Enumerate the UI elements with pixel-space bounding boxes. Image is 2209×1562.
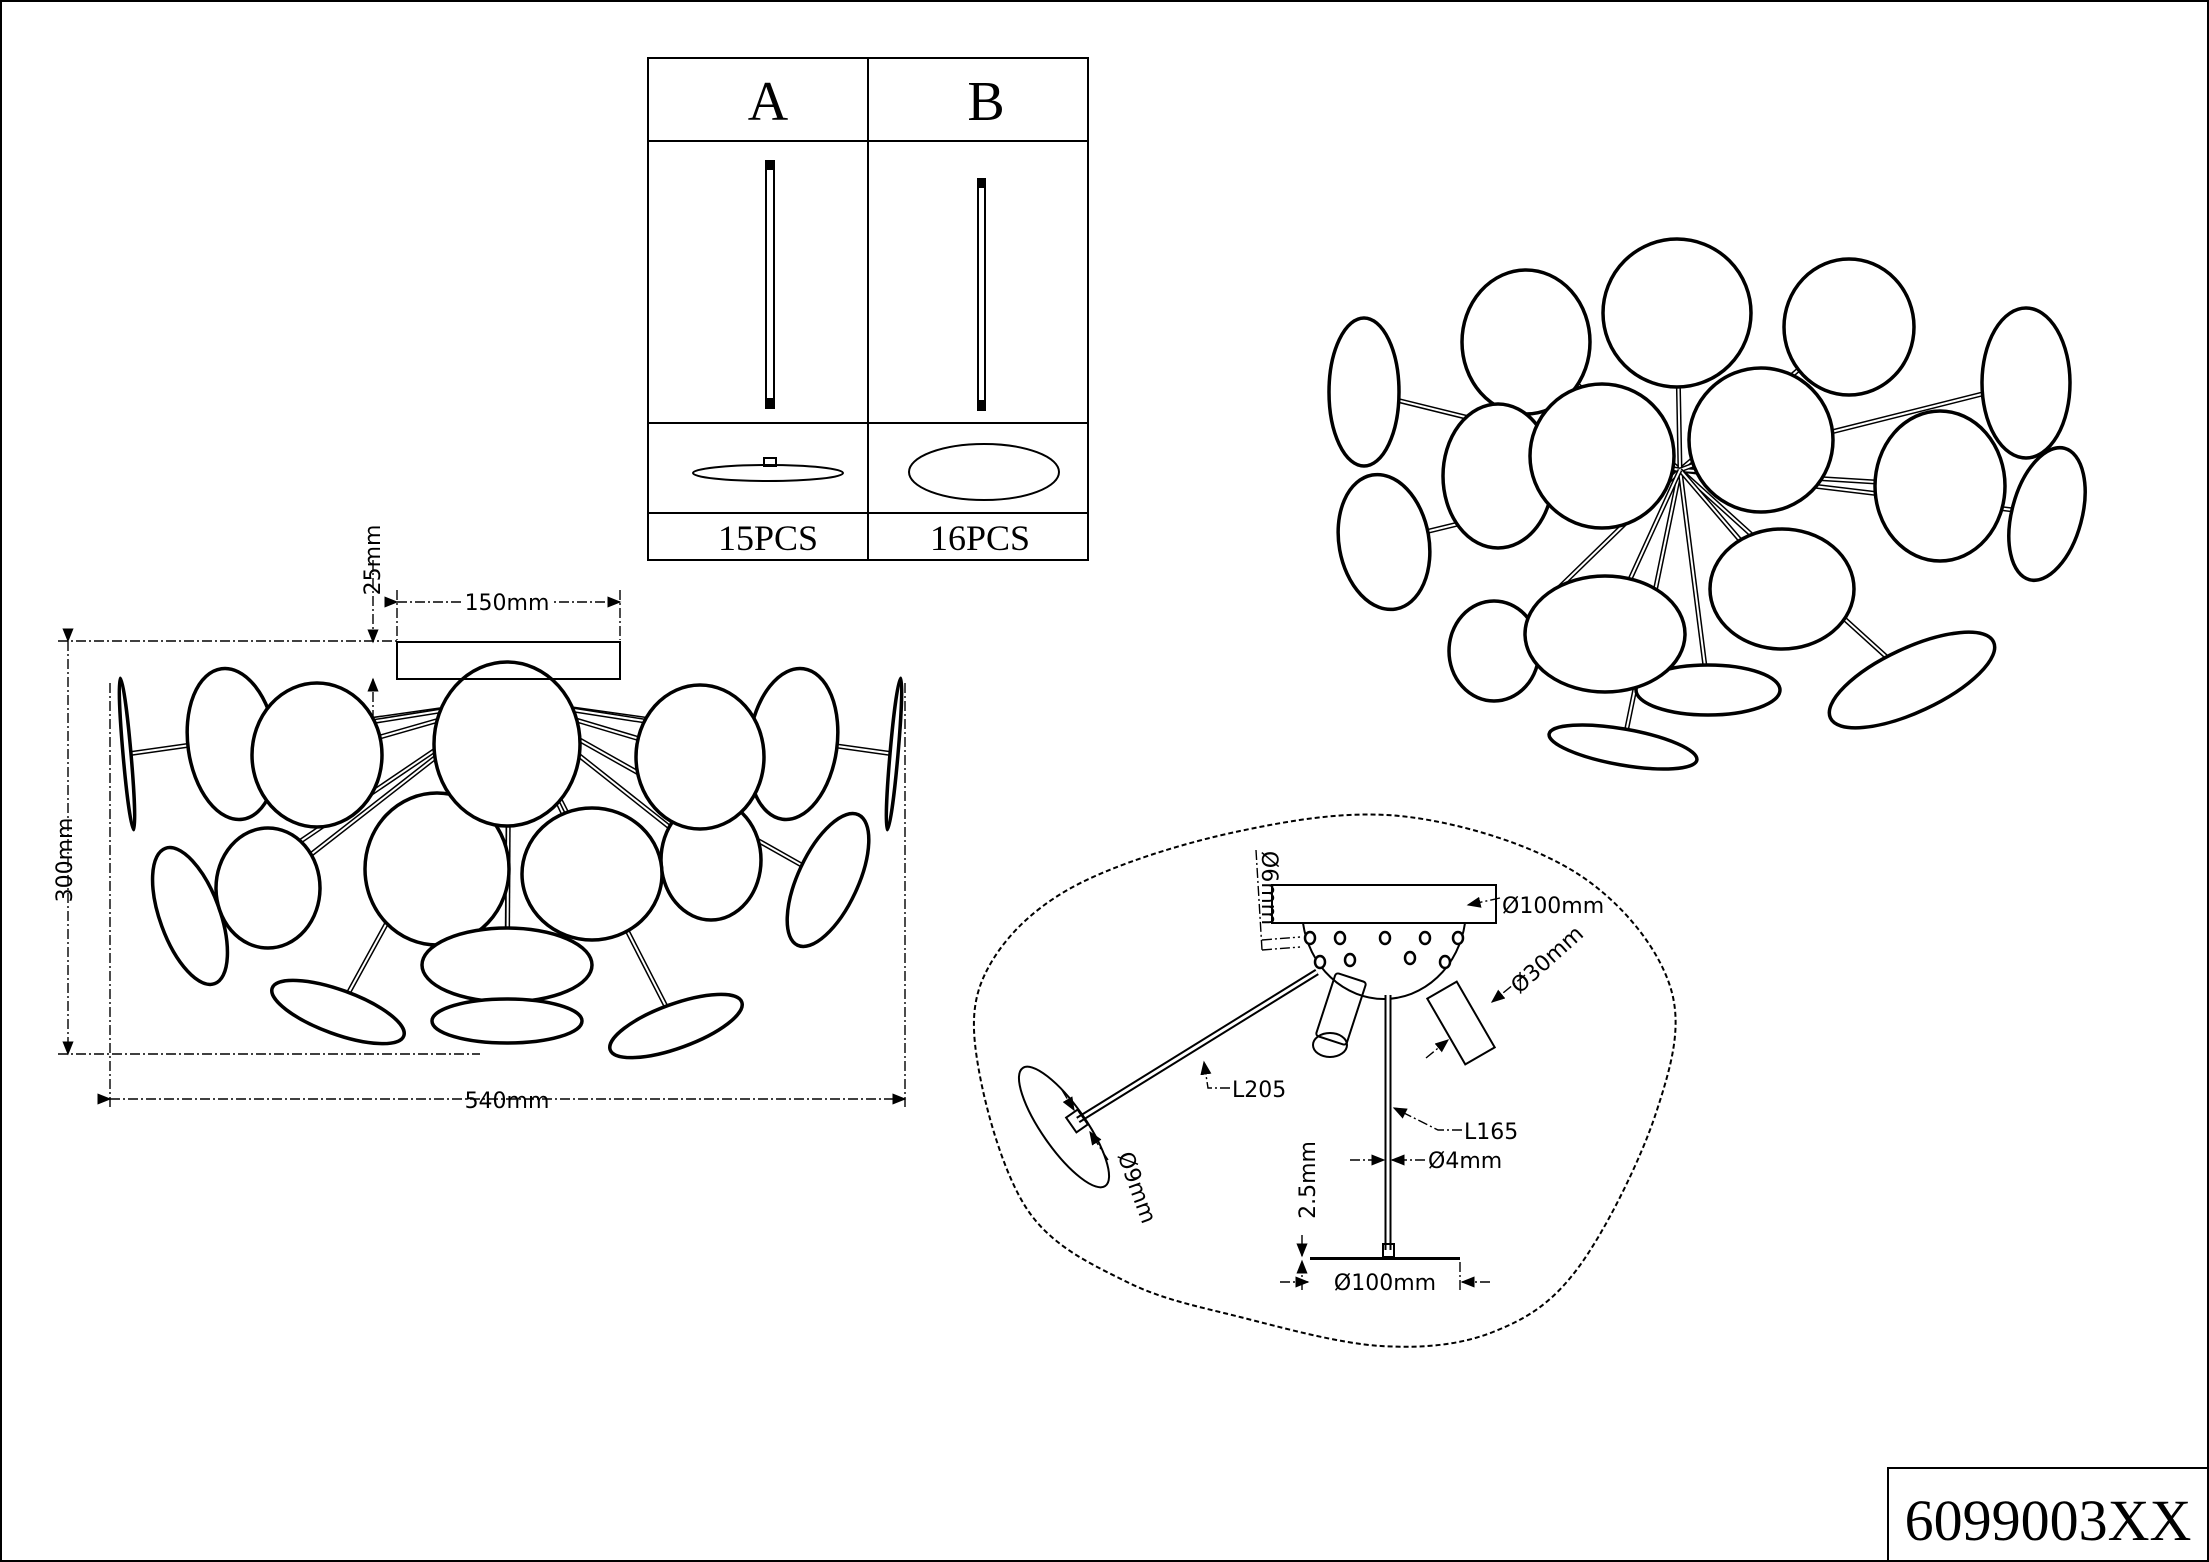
mount-hole bbox=[1378, 930, 1392, 946]
decorative-disc bbox=[1634, 663, 1782, 717]
decorative-disc bbox=[1708, 527, 1856, 651]
decorative-disc bbox=[430, 997, 584, 1045]
decorative-disc bbox=[2007, 445, 2087, 583]
disc-a-icon bbox=[692, 457, 844, 482]
mount-hole bbox=[1343, 952, 1357, 968]
part-a-label: A bbox=[748, 71, 789, 133]
detail-outline bbox=[972, 813, 1677, 1348]
decorative-disc bbox=[432, 660, 582, 828]
spotlight-left bbox=[1315, 972, 1367, 1046]
detail-disc-tilted bbox=[1017, 1065, 1111, 1189]
rod-b-icon bbox=[977, 178, 986, 411]
decorative-disc bbox=[420, 926, 594, 1004]
decorative-disc bbox=[1782, 257, 1916, 397]
canopy-width-label: 150mm bbox=[465, 591, 550, 616]
decorative-disc bbox=[1601, 237, 1753, 389]
decorative-disc bbox=[117, 676, 137, 832]
overall-height-label: 300mm bbox=[53, 818, 78, 903]
long-rod bbox=[1077, 970, 1318, 1122]
part-number: 6099003XX bbox=[1905, 1488, 2192, 1553]
decorative-disc bbox=[1547, 723, 1699, 771]
detail-canopy bbox=[1271, 884, 1497, 924]
overall-width-label: 540mm bbox=[465, 1089, 550, 1114]
decorative-disc bbox=[520, 806, 664, 942]
canopy-diameter-label: Ø100mm bbox=[1502, 894, 1604, 919]
decorative-disc bbox=[1336, 472, 1432, 612]
decorative-disc bbox=[608, 992, 744, 1060]
mount-hole bbox=[1403, 950, 1417, 966]
disc-hole-diameter-label: Ø9mm bbox=[1112, 1149, 1161, 1227]
decorative-disc bbox=[1447, 599, 1541, 703]
parts-table: A B 15PCS 16PCS bbox=[647, 57, 1089, 561]
mount-hole bbox=[1438, 954, 1452, 970]
spotlight-right bbox=[1425, 980, 1497, 1066]
perspective-view bbox=[1327, 237, 2087, 771]
disc-thickness-label: 2.5mm bbox=[1296, 1141, 1321, 1219]
disc-b-icon bbox=[908, 443, 1060, 501]
decorative-disc bbox=[1827, 630, 1997, 730]
decorative-disc bbox=[1980, 306, 2072, 460]
part-b-quantity: 16PCS bbox=[930, 518, 1030, 558]
decorative-disc bbox=[1523, 574, 1687, 694]
long-rod-length-label: L205 bbox=[1232, 1078, 1286, 1103]
mount-hole bbox=[1333, 930, 1347, 946]
decorative-disc bbox=[1687, 366, 1835, 514]
rod-end-diameter-label: Ø6mm bbox=[1256, 851, 1281, 925]
decorative-disc bbox=[270, 978, 406, 1046]
decorative-disc bbox=[1528, 382, 1676, 530]
rod-diameter-label: Ø4mm bbox=[1428, 1149, 1502, 1174]
mount-hole bbox=[1303, 930, 1317, 946]
title-block: 6099003XX bbox=[1887, 1467, 2209, 1562]
part-a-quantity: 15PCS bbox=[718, 518, 818, 558]
part-b-label: B bbox=[967, 71, 1004, 133]
mount-hole bbox=[1313, 954, 1327, 970]
short-rod-length-label: L165 bbox=[1464, 1120, 1518, 1145]
detail-disc-flat bbox=[1310, 1257, 1460, 1260]
decorative-disc bbox=[884, 676, 904, 832]
disc-diameter-label: Ø100mm bbox=[1334, 1271, 1436, 1296]
decorative-disc bbox=[634, 683, 766, 831]
canopy bbox=[396, 641, 621, 680]
mount-hole bbox=[1418, 930, 1432, 946]
decorative-disc bbox=[1327, 316, 1401, 468]
mount-hole bbox=[1451, 930, 1465, 946]
decorative-disc bbox=[1873, 409, 2007, 563]
decorative-disc bbox=[250, 681, 384, 829]
canopy-height-label: 25mm bbox=[361, 525, 386, 596]
front-view: 540mm 300mm 150mm 25mm bbox=[53, 525, 907, 1114]
decorative-disc bbox=[785, 811, 871, 949]
assembly-detail-view: Ø6mm Ø100mm Ø30mm L205 L165 Ø4mm 2.5mm Ø… bbox=[972, 813, 1677, 1348]
decorative-disc bbox=[214, 826, 322, 950]
spot-diameter-label: Ø30mm bbox=[1507, 921, 1589, 999]
rod-a-icon bbox=[765, 160, 775, 409]
